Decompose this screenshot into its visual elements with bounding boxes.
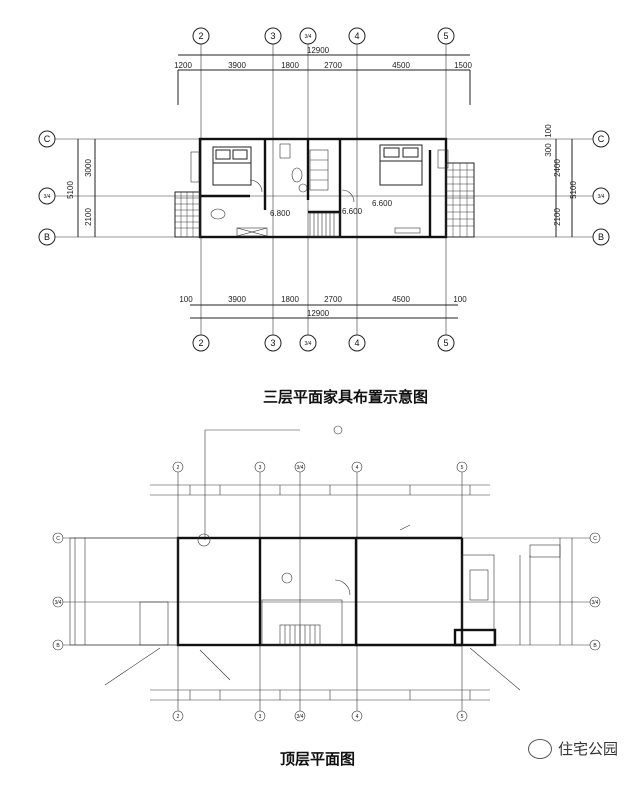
plan1-walls [198,137,448,239]
svg-text:3/4: 3/4 [297,465,304,471]
elevation-label: 6.600 [372,199,393,208]
svg-text:4500: 4500 [392,295,410,304]
wechat-logo-icon [527,738,552,759]
plan2-right-balcony [453,544,561,647]
svg-text:5: 5 [461,465,464,471]
plan1-left-balcony [174,191,201,238]
plan2-stairs [261,579,351,646]
svg-text:C: C [44,134,51,144]
svg-text:3/4: 3/4 [592,600,599,606]
svg-text:100: 100 [453,295,467,304]
watermark-text: 住宅公园 [557,741,618,758]
svg-text:5: 5 [461,714,464,720]
svg-text:1500: 1500 [454,61,472,70]
svg-text:3900: 3900 [228,295,246,304]
plan2-top-axis-bubbles [172,461,468,473]
plan1-left-dimensions: 5100 3000 2100 [66,139,96,237]
plan1-row-axis-bubbles: C 3/4 B C 3/4 B [38,130,610,246]
svg-text:4: 4 [356,465,359,471]
svg-text:B: B [593,643,597,649]
plan2-bottom-axis-bubbles [172,710,468,722]
elevation-label: 6.600 [342,207,363,216]
plan2-bottom-axis-labels: 2 3 3/4 4 5 [177,714,464,720]
plan1-stairs [309,212,341,238]
svg-text:12900: 12900 [307,309,330,318]
plan1: 2 3 3/4 4 5 2 3 3/4 4 5 C 3 [38,27,610,352]
svg-text:12900: 12900 [307,46,330,55]
svg-text:4500: 4500 [392,61,410,70]
svg-text:100: 100 [179,295,193,304]
svg-text:2100: 2100 [84,208,93,226]
svg-text:3900: 3900 [228,61,246,70]
svg-text:3/4: 3/4 [297,714,304,720]
svg-text:4: 4 [356,714,359,720]
svg-text:2: 2 [177,465,180,471]
svg-text:300: 300 [544,143,553,157]
plan1-bed-right [379,144,423,186]
plan1-bottom-dimensions: 100 3900 1800 2700 4500 100 12900 [179,295,467,319]
elevation-label: 6.800 [270,209,291,218]
plan2-markers [104,524,521,691]
axis-label: 4 [354,31,359,41]
plan2-axis-lines [63,472,590,711]
svg-text:3/4: 3/4 [598,194,605,200]
plan2-top-axis-labels: 2 3 3/4 4 5 [177,465,464,471]
axis-label: 2 [198,31,203,41]
svg-text:3: 3 [259,714,262,720]
svg-text:2400: 2400 [553,159,562,177]
svg-text:2: 2 [177,714,180,720]
plan2-walls [69,536,464,647]
svg-text:1200: 1200 [174,61,192,70]
plan1-elevations: 6.800 6.600 6.600 [270,199,393,218]
plan1-axis-lines [55,44,593,335]
plan1-bed-left [212,146,252,186]
plan2: 2 3 3/4 4 5 2 3 3/4 4 5 C 3/4 B C [52,425,601,722]
plan1-title: 三层平面家具布置示意图 [263,389,429,406]
svg-text:C: C [593,536,597,542]
svg-text:3/4: 3/4 [55,600,62,606]
svg-text:C: C [56,536,60,542]
svg-text:5100: 5100 [66,181,75,199]
svg-text:C: C [598,134,605,144]
plan2-row-axis-labels: C 3/4 B C 3/4 B [55,536,599,649]
plan1-bottom-axis-bubbles: 2 3 3/4 4 5 [192,334,455,352]
svg-text:3/4: 3/4 [44,194,51,200]
plan1-right-balcony [445,162,475,238]
axis-label: 3/4 [305,34,312,40]
svg-text:5100: 5100 [569,181,578,199]
svg-text:3000: 3000 [84,159,93,177]
axis-label: 5 [443,338,448,348]
axis-label: 3/4 [305,341,312,347]
svg-text:2700: 2700 [324,295,342,304]
plan2-title: 顶层平面图 [280,751,356,768]
plan2-row-axis-bubbles [52,532,601,651]
axis-label: 2 [198,338,203,348]
svg-text:B: B [56,643,60,649]
svg-text:1800: 1800 [281,61,299,70]
plan1-right-dimensions: 2400 2100 5100 100 300 [544,124,578,237]
svg-text:3: 3 [259,465,262,471]
axis-label: 3 [270,31,275,41]
plan1-furniture [190,149,449,237]
watermark: 住宅公园 [527,738,618,759]
axis-label: 4 [354,338,359,348]
svg-text:2700: 2700 [324,61,342,70]
axis-label: 3 [270,338,275,348]
plan1-top-dimensions: 12900 1200 3900 1800 2700 4500 1500 [174,46,472,105]
axis-label: 5 [443,31,448,41]
svg-text:B: B [598,232,604,242]
plan1-bathroom [279,143,329,193]
plan1-top-axis-bubbles: 2 3 3/4 4 5 [192,27,455,45]
plan2-dim-ticks [189,485,471,700]
svg-text:1800: 1800 [281,295,299,304]
svg-text:100: 100 [544,124,553,138]
svg-text:2100: 2100 [553,208,562,226]
svg-text:B: B [44,232,50,242]
